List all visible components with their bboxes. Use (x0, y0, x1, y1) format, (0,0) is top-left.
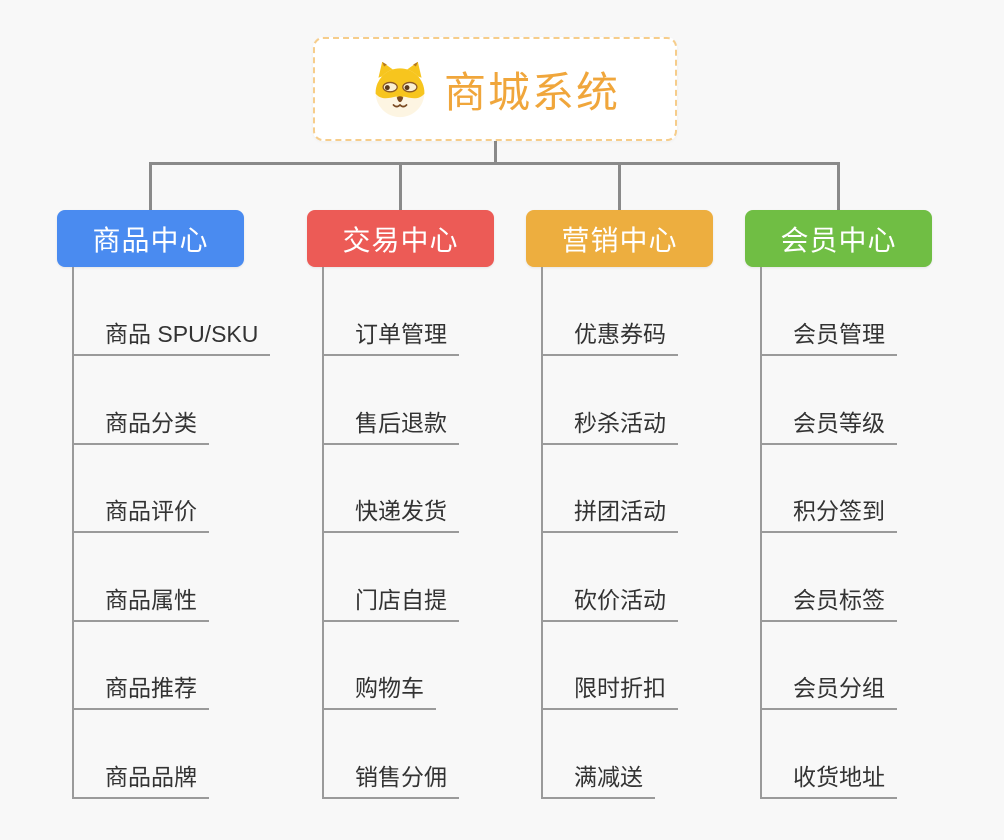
branch-header-trade-center[interactable]: 交易中心 (307, 210, 494, 267)
branch-marketing-center: 营销中心 优惠券码 秒杀活动 拼团活动 砍价活动 限时折扣 满减送 (526, 210, 766, 799)
branch-member-center: 会员中心 会员管理 会员等级 积分签到 会员标签 会员分组 收货地址 (745, 210, 985, 799)
connector-drop-3 (618, 162, 621, 212)
topic-item[interactable]: 商品评价 (74, 445, 209, 534)
topic-item[interactable]: 商品 SPU/SKU (74, 267, 271, 356)
topic-item[interactable]: 砍价活动 (543, 533, 678, 622)
topic-item[interactable]: 销售分佣 (324, 710, 459, 799)
connector-bus (149, 162, 840, 165)
branch-label: 会员中心 (780, 224, 897, 256)
topic-item[interactable]: 秒杀活动 (543, 356, 678, 445)
topic-item[interactable]: 拼团活动 (543, 445, 678, 534)
branch-header-member-center[interactable]: 会员中心 (745, 210, 932, 267)
topic-item[interactable]: 会员分组 (762, 622, 897, 711)
connector-drop-1 (149, 162, 152, 212)
branch-label: 营销中心 (561, 224, 678, 256)
branch-label: 交易中心 (342, 224, 459, 256)
topic-item[interactable]: 门店自提 (324, 533, 459, 622)
branch-product-center: 商品中心 商品 SPU/SKU 商品分类 商品评价 商品属性 商品推荐 商品品牌 (57, 210, 297, 799)
branch-header-product-center[interactable]: 商品中心 (57, 210, 244, 267)
branch-items-trade: 订单管理 售后退款 快递发货 门店自提 购物车 销售分佣 (322, 267, 459, 799)
topic-item[interactable]: 优惠券码 (543, 267, 678, 356)
topic-item[interactable]: 订单管理 (324, 267, 459, 356)
topic-item[interactable]: 限时折扣 (543, 622, 678, 711)
root-topic-label: 商城系统 (443, 68, 620, 116)
branch-header-marketing-center[interactable]: 营销中心 (526, 210, 713, 267)
topic-item[interactable]: 商品分类 (74, 356, 209, 445)
topic-item[interactable]: 售后退款 (324, 356, 459, 445)
topic-item[interactable]: 会员管理 (762, 267, 897, 356)
topic-item[interactable]: 购物车 (324, 622, 436, 711)
topic-item[interactable]: 积分签到 (762, 445, 897, 534)
topic-item[interactable]: 会员标签 (762, 533, 897, 622)
connector-drop-4 (837, 162, 840, 212)
connector-drop-2 (399, 162, 402, 212)
topic-item[interactable]: 会员等级 (762, 356, 897, 445)
topic-item[interactable]: 商品品牌 (74, 710, 209, 799)
dog-icon (370, 59, 430, 119)
branch-items-member: 会员管理 会员等级 积分签到 会员标签 会员分组 收货地址 (760, 267, 897, 799)
topic-item[interactable]: 收货地址 (762, 710, 897, 799)
branch-trade-center: 交易中心 订单管理 售后退款 快递发货 门店自提 购物车 销售分佣 (307, 210, 547, 799)
topic-item[interactable]: 快递发货 (324, 445, 459, 534)
topic-item[interactable]: 满减送 (543, 710, 655, 799)
topic-item[interactable]: 商品属性 (74, 533, 209, 622)
branch-items-product: 商品 SPU/SKU 商品分类 商品评价 商品属性 商品推荐 商品品牌 (72, 267, 271, 799)
branch-items-marketing: 优惠券码 秒杀活动 拼团活动 砍价活动 限时折扣 满减送 (541, 267, 678, 799)
branch-label: 商品中心 (92, 224, 209, 256)
connector-root-stub (494, 141, 497, 164)
topic-item[interactable]: 商品推荐 (74, 622, 209, 711)
root-topic[interactable]: 商城系统 (313, 37, 677, 141)
